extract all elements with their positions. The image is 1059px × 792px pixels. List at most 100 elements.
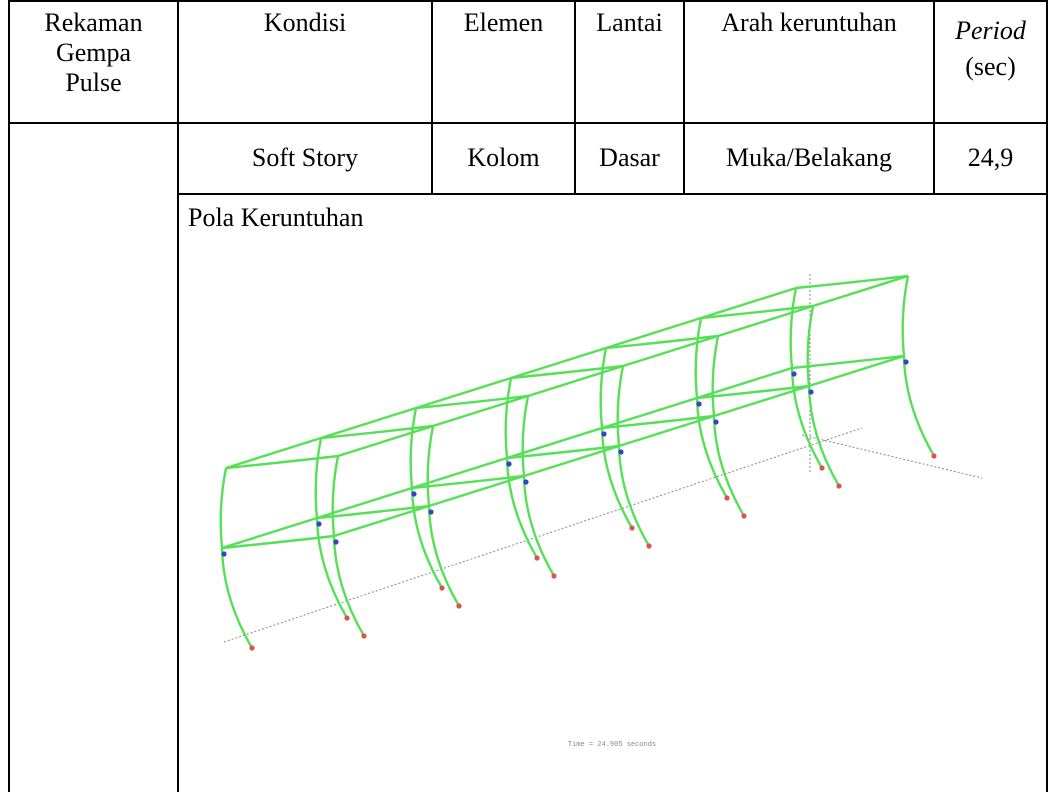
column-upper	[426, 425, 435, 507]
cell-period: 24,9	[967, 143, 1014, 172]
column-ground	[695, 397, 729, 499]
header-kondisi: Kondisi	[263, 8, 347, 37]
table-border-header-bottom	[8, 122, 1048, 124]
column-upper	[521, 395, 530, 477]
header-rekaman-line3: Pulse	[65, 68, 122, 97]
beam-long	[428, 474, 525, 508]
column-upper	[616, 365, 625, 447]
beam-long	[225, 436, 322, 470]
beam-trans	[411, 474, 525, 490]
beam-trans	[700, 304, 814, 320]
hinge-base	[456, 603, 462, 609]
beam-long	[316, 486, 413, 520]
hinge-base	[836, 483, 842, 489]
column-ground	[712, 415, 746, 517]
beam-trans	[415, 394, 529, 410]
column-upper	[599, 347, 608, 429]
table-col-divider-3	[574, 0, 576, 195]
hinge-base	[724, 495, 730, 501]
column-ground	[617, 445, 651, 547]
column-ground	[315, 517, 349, 619]
hinge-base	[551, 573, 557, 579]
beam-long	[622, 334, 719, 368]
beam-long	[320, 406, 417, 440]
hinge-top	[316, 521, 322, 527]
beam-long	[415, 376, 512, 410]
beam-long	[618, 414, 715, 448]
hinge-base	[629, 525, 635, 531]
column-ground	[522, 475, 556, 577]
column-upper	[789, 287, 798, 369]
column-upper	[314, 437, 323, 519]
collapse-pattern-figure: Time = 24.905 seconds	[219, 274, 983, 749]
axis-line-y	[801, 434, 983, 479]
beam-long	[432, 394, 529, 428]
axis-line-x	[223, 427, 863, 643]
column-ground	[807, 385, 841, 487]
beam-trans	[601, 414, 715, 430]
beam-long	[700, 286, 797, 320]
hinge-base	[439, 585, 445, 591]
beam-long	[812, 274, 909, 308]
table-border-left	[8, 0, 10, 792]
column-ground	[332, 535, 366, 637]
cell-arah: Muka/Belakang	[725, 143, 893, 172]
hinge-base	[249, 645, 255, 651]
hinge-base	[741, 513, 747, 519]
header-period-unit: (sec)	[965, 52, 1016, 81]
hinge-base	[931, 453, 937, 459]
column-upper	[504, 377, 513, 459]
column-ground	[427, 505, 461, 607]
header-rekaman: Rekaman Gempa Pulse	[10, 8, 177, 98]
beam-trans	[320, 424, 434, 440]
column-ground	[600, 427, 634, 529]
header-period: Period (sec)	[935, 16, 1046, 82]
beam-long	[527, 364, 624, 398]
beam-trans	[696, 384, 810, 400]
cell-elemen: Kolom	[467, 143, 540, 172]
table-border-right	[1046, 0, 1048, 792]
beam-long	[605, 316, 702, 350]
header-lantai: Lantai	[596, 8, 663, 37]
table-col-divider-1	[177, 0, 179, 792]
hinge-base	[361, 633, 367, 639]
beam-long	[337, 424, 434, 458]
column-ground	[505, 457, 539, 559]
beam-trans	[795, 274, 909, 290]
column-upper	[806, 305, 815, 387]
hinge-top	[791, 371, 797, 377]
hinge-top	[808, 389, 814, 395]
hinge-base	[646, 543, 652, 549]
beam-trans	[221, 534, 335, 550]
header-arah-keruntuhan: Arah keruntuhan	[721, 8, 897, 37]
hinge-top	[506, 461, 512, 467]
frame-members	[219, 274, 936, 649]
beam-long	[601, 396, 698, 430]
column-upper	[694, 317, 703, 399]
table-col-divider-4	[683, 0, 685, 195]
beam-long	[808, 354, 905, 388]
beam-long	[411, 456, 508, 490]
hinge-top	[428, 509, 434, 515]
cell-kondisi: Soft Story	[251, 143, 359, 172]
hinge-base	[344, 615, 350, 621]
column-upper	[711, 335, 720, 417]
hinge-top	[713, 419, 719, 425]
hinge-base	[534, 555, 540, 561]
beam-long	[717, 304, 814, 338]
table-col-divider-2	[431, 0, 433, 195]
beam-trans	[510, 364, 624, 380]
column-upper	[219, 467, 228, 549]
cell-lantai: Dasar	[599, 143, 660, 172]
beam-long	[333, 504, 430, 538]
beam-long	[510, 346, 607, 380]
hinge-top	[523, 479, 529, 485]
column-ground	[410, 487, 444, 589]
beam-long	[696, 366, 793, 400]
plastic-hinges	[221, 359, 937, 651]
column-ground	[790, 367, 824, 469]
beam-trans	[791, 354, 905, 370]
hinge-top	[903, 359, 909, 365]
header-rekaman-line2: Gempa	[55, 38, 132, 67]
pattern-label: Pola Keruntuhan	[188, 203, 364, 232]
